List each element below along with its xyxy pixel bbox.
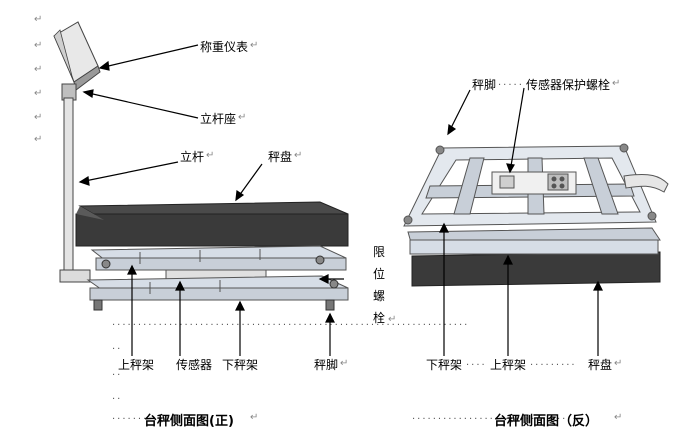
foot-drawing [93,299,103,311]
dotted-leader: ···· [466,360,487,371]
caption-back: 台秤侧面图（反） [494,414,599,429]
paragraph-mark: ↵ [612,78,621,89]
paragraph-mark: ↵ [614,358,623,369]
paragraph-mark: ↵ [34,64,43,75]
paragraph-mark: ↵ [34,134,43,145]
label-lower-frame: 下秤架 [222,358,259,372]
pole-drawing [63,97,74,277]
label-pan-back: 秤盘 [588,358,613,372]
paragraph-mark: ↵ [206,150,215,161]
label-limit-bolt-2: 位 [372,267,385,281]
upper-frame-drawing [90,245,347,271]
paragraph-mark: ↵ [250,40,259,51]
paragraph-mark: ↵ [238,112,247,123]
dotted-leader: ·· [112,370,123,381]
label-pan: 秤盘 [268,150,293,164]
lower-frame-back-drawing [407,227,661,255]
label-pole-base: 立杆座 [200,112,237,126]
dotted-leader: ········································… [112,320,470,331]
label-limit-bolt-1: 限 [372,245,385,259]
label-foot: 秤脚 [314,358,339,372]
label-upper-frame-back: 上秤架 [490,358,527,372]
paragraph-mark: ↵ [34,88,43,99]
paragraph-mark: ↵ [34,14,43,25]
paragraph-mark: ↵ [34,40,43,51]
paragraph-mark: ↵ [34,112,43,123]
label-lower-frame-back: 下秤架 [426,358,463,372]
paragraph-mark: ↵ [614,412,623,423]
paragraph-mark: ↵ [340,358,349,369]
label-meter: 称重仪表 [200,40,249,54]
label-sensor: 传感器 [176,358,213,372]
label-pole: 立杆 [180,150,205,164]
label-limit-bolt-3: 螺 [372,289,385,303]
foot-drawing [325,299,335,311]
paragraph-mark: ↵ [250,412,259,423]
label-upper-frame: 上秤架 [118,358,155,372]
label-sensor-bolt: 传感器保护螺栓 [526,78,611,92]
paragraph-mark: ↵ [294,150,303,161]
lower-frame-drawing [86,275,349,301]
upper-frame-back-drawing [403,143,669,227]
pan-back-drawing [411,251,661,287]
dotted-leader: ·· [112,394,123,405]
dotted-leader: ········ [112,414,154,425]
dotted-leader: ····· [498,80,524,91]
pan-drawing [75,201,349,247]
dotted-leader: ·· [112,344,123,355]
dotted-leader: ········· [530,360,577,371]
label-limit-bolt-4: 栓 [372,311,385,325]
weighing-meter-drawing [53,21,101,91]
caption-front: 台秤侧面图(正) [144,414,234,429]
label-foot-back: 秤脚 [472,78,497,92]
paragraph-mark: ↵ [388,314,397,325]
dotted-leader: ································· [412,414,583,425]
